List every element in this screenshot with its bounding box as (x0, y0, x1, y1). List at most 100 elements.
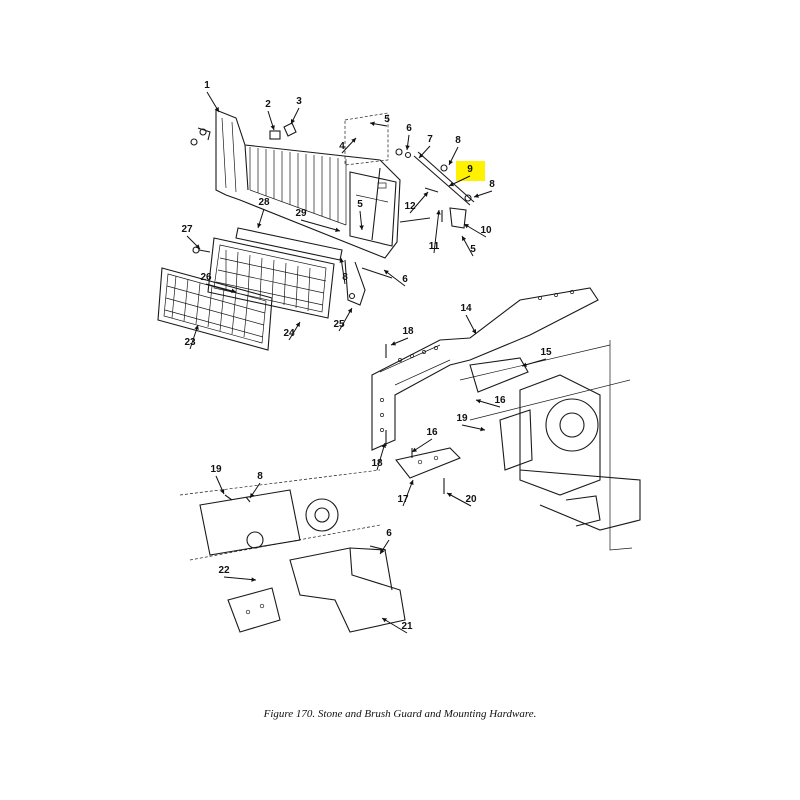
leader-arrow-c18a (391, 341, 396, 346)
leader-arrow-c27 (195, 244, 200, 249)
callout-c17: 17 (397, 494, 409, 505)
frame-side-structure (459, 340, 641, 551)
callout-c5c: 5 (470, 244, 476, 255)
leader-arrow-c25 (347, 308, 352, 313)
callout-c8b: 8 (489, 179, 495, 190)
leader-line-c29 (300, 219, 341, 232)
leader-line-c17 (402, 479, 414, 507)
leader-line-c11 (433, 209, 440, 254)
callout-c2: 2 (265, 99, 271, 110)
leader-arrow-c16a (476, 399, 481, 404)
support-bracket (344, 259, 393, 306)
step-guard (227, 545, 406, 633)
leader-arrow-c6c (380, 549, 385, 554)
leader-arrow-c8d (250, 493, 255, 498)
lower-bracket (395, 447, 461, 494)
leader-line-c22 (223, 576, 257, 581)
leader-arrow-c2 (270, 125, 275, 130)
callout-c8d: 8 (257, 471, 263, 482)
leader-arrow-c17 (409, 480, 414, 485)
callout-c7: 7 (427, 134, 433, 145)
callout-c6c: 6 (386, 528, 392, 539)
hood-reference (344, 112, 389, 166)
leader-arrow-c16b (412, 447, 417, 452)
callout-c25: 25 (333, 319, 345, 330)
callout-c23: 23 (184, 337, 196, 348)
leader-arrow-c4 (351, 138, 356, 143)
leader-arrow-c21 (382, 618, 387, 623)
leader-line-c20 (446, 492, 472, 507)
callout-9-highlight (456, 161, 485, 181)
brush-guard-frame (215, 109, 401, 259)
callout-c8a: 8 (455, 135, 461, 146)
callout-c16a: 16 (494, 395, 506, 406)
leader-arrow-c10 (464, 224, 469, 229)
leader-arrow-c9 (449, 182, 454, 187)
leader-arrow-c8c (339, 258, 344, 263)
top-left-hardware (190, 122, 297, 146)
leader-arrow-c3 (290, 119, 296, 124)
callout-c6a: 6 (406, 123, 412, 134)
callout-c9: 9 (467, 164, 473, 175)
callout-c1: 1 (204, 80, 210, 91)
leader-arrow-c6a (405, 145, 410, 150)
guard-side-panel (349, 171, 397, 247)
leader-arrow-c1 (214, 107, 219, 112)
leader-arrow-c5a (370, 121, 375, 127)
callout-c3: 3 (296, 96, 302, 107)
frame-rail (371, 287, 599, 451)
leader-arrow-c18b (381, 443, 386, 448)
lower-frame-section (179, 469, 381, 561)
callout-c18a: 18 (402, 326, 414, 337)
callout-c6b: 6 (402, 274, 408, 285)
callout-c5a: 5 (384, 114, 390, 125)
leader-arrow-c5b (359, 225, 364, 230)
leader-arrow-c8b (474, 193, 479, 198)
callout-c16b: 16 (426, 427, 438, 438)
leader-arrow-c8a (448, 160, 454, 165)
callout-c24: 24 (283, 328, 295, 339)
leader-lines (186, 91, 547, 634)
leader-arrow-c12 (423, 192, 428, 197)
outer-screen (157, 246, 273, 351)
callout-c26: 26 (200, 272, 212, 283)
leader-arrow-c20 (447, 493, 452, 498)
leader-arrow-c23 (194, 325, 199, 330)
right-brace-hardware (395, 148, 475, 229)
callout-c19b: 19 (210, 464, 222, 475)
leader-arrow-c28 (257, 223, 262, 228)
leader-line-c21 (381, 617, 408, 634)
callout-c11: 11 (429, 241, 440, 252)
leader-arrow-c19a (480, 426, 485, 432)
guard-grille-bars (249, 147, 347, 226)
callout-c8c: 8 (342, 272, 348, 283)
retainer-bar (235, 227, 343, 261)
callout-c10: 10 (480, 225, 492, 236)
leader-arrow-c29 (335, 227, 340, 232)
callout-c27: 27 (181, 224, 193, 235)
leader-arrow-c11 (436, 210, 441, 215)
callout-c20: 20 (465, 494, 477, 505)
callout-c15: 15 (540, 347, 552, 358)
callout-c21: 21 (401, 621, 413, 632)
inner-screen (207, 237, 335, 319)
callout-c5b: 5 (357, 199, 363, 210)
callout-c19a: 19 (456, 413, 468, 424)
leader-arrow-c14 (471, 329, 476, 334)
leader-arrow-c22 (251, 577, 256, 582)
figure-caption: Figure 170. Stone and Brush Guard and Mo… (263, 708, 537, 720)
leader-line-c26 (205, 283, 237, 293)
leader-arrow-c26 (231, 288, 236, 294)
callout-c12: 12 (404, 201, 416, 212)
leader-arrow-c6b (384, 270, 389, 275)
callout-c18b: 18 (371, 458, 383, 469)
leader-arrow-c5c (462, 236, 467, 241)
leader-line-c12 (409, 191, 429, 214)
callout-c28: 28 (258, 197, 270, 208)
leader-arrow-c24 (295, 322, 300, 327)
leader-arrow-c15 (522, 362, 527, 367)
callout-c14: 14 (460, 303, 472, 314)
callout-c4: 4 (339, 141, 345, 152)
